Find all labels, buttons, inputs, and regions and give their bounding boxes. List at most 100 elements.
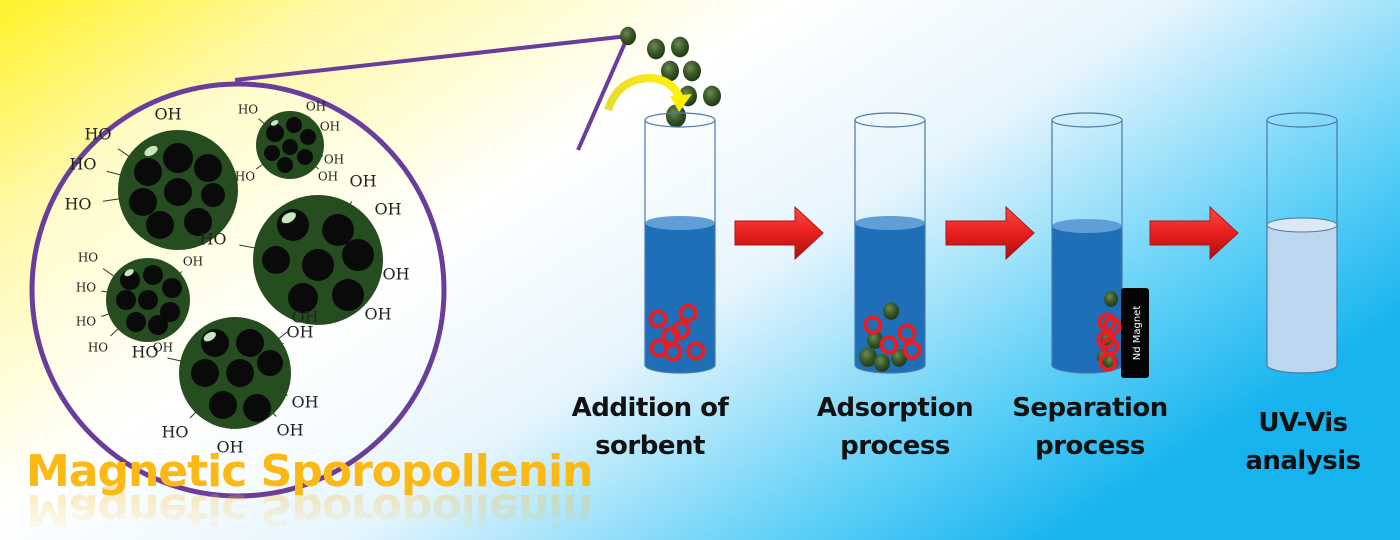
magnetic-pore	[163, 143, 193, 173]
test-tube-uvvis	[1266, 112, 1338, 374]
sorbent-bead	[703, 85, 721, 107]
magnetic-pore	[164, 178, 192, 206]
magnetic-pore	[332, 279, 364, 311]
hydroxyl-group-label: HO	[131, 343, 158, 362]
analyte-ring	[648, 309, 668, 329]
step-label-addition: Addition of sorbent	[560, 390, 740, 465]
step-label-adsorption: Adsorption process	[805, 390, 985, 465]
step-adsorption-line1: Adsorption	[816, 393, 974, 423]
hydroxyl-group-label: OH	[318, 170, 338, 184]
analyte-ring	[902, 340, 922, 360]
highlight	[124, 269, 134, 277]
magnetic-pore	[126, 312, 146, 332]
magnetic-pore	[184, 208, 212, 236]
analyte-ring	[863, 315, 883, 335]
magnetic-pore	[148, 315, 168, 335]
hydroxyl-group-label: HO	[161, 423, 188, 442]
magnetic-pore	[143, 265, 163, 285]
test-tube-addition	[644, 112, 716, 374]
hydroxyl-group-label: OH	[306, 100, 326, 114]
process-arrow-adsorption-to-separation	[945, 205, 1035, 261]
magnetic-pore	[264, 145, 280, 161]
test-tube-separation	[1051, 112, 1123, 374]
magnetic-pore	[288, 283, 318, 313]
hydroxyl-group-label: HO	[76, 281, 96, 295]
liquid	[1267, 225, 1337, 373]
process-arrow-addition-to-adsorption	[734, 205, 824, 261]
sorbent-bead	[859, 347, 877, 367]
magnetic-pore	[322, 214, 354, 246]
analyte-ring	[897, 323, 917, 343]
magnetic-pore	[342, 239, 374, 271]
highlight	[144, 145, 158, 157]
hydroxyl-group-label: HO	[238, 103, 258, 117]
falling-sorbent-beads	[620, 26, 721, 128]
callout-lines	[234, 34, 630, 151]
step-adsorption-line2: process	[840, 430, 950, 461]
hydroxyl-group-label: OH	[291, 393, 318, 412]
test-tube-adsorption	[854, 112, 926, 374]
magnetic-pore	[277, 157, 293, 173]
magnetic-pore	[302, 249, 334, 281]
sorbent-bead	[867, 331, 883, 349]
liquid-surface	[855, 216, 925, 230]
tube-rim	[854, 112, 926, 128]
sorbent-bead	[874, 354, 890, 372]
magnetic-pore	[226, 359, 254, 387]
hydroxyl-group-label: HO	[88, 341, 108, 355]
magnetic-pore	[243, 394, 271, 422]
sorbent-bead	[671, 36, 689, 58]
magnetic-pore	[300, 129, 316, 145]
magnetic-pore	[297, 149, 313, 165]
magnetic-pore	[257, 350, 283, 376]
step-addition-line1: Addition of	[571, 393, 729, 423]
tube-rim	[1266, 112, 1338, 128]
liquid-surface	[1266, 217, 1338, 233]
tube-wall	[1266, 120, 1338, 374]
hydroxyl-group-label: OH	[324, 153, 344, 167]
hydroxyl-group-label: HO	[78, 251, 98, 265]
hydroxyl-group-label: OH	[153, 341, 173, 355]
hydroxyl-group-label: OH	[349, 172, 376, 191]
hydroxyl-group-label: HO	[199, 230, 226, 249]
magnetic-pore	[266, 124, 284, 142]
tube-wall	[1051, 120, 1123, 374]
figure-title: Magnetic Sporopollenin Magnetic Sporopol…	[26, 446, 593, 540]
magnetic-pore	[162, 278, 182, 298]
magnetic-pore	[160, 302, 180, 322]
liquid-surface	[645, 216, 715, 230]
step-addition-line2: sorbent	[595, 430, 705, 461]
analyte-ring	[663, 342, 683, 362]
hydroxyl-group-label: OH	[276, 421, 303, 440]
magnetic-pore	[129, 188, 157, 216]
title-text: Magnetic Sporopollenin	[26, 446, 593, 497]
sorbent-bead	[620, 26, 636, 46]
hydroxyl-group-label: HO	[69, 155, 96, 174]
magnetic-pore	[146, 211, 174, 239]
step-uvvis-line2: analysis	[1245, 445, 1361, 476]
step-separation-line1: Separation	[1012, 393, 1168, 423]
step-label-uvvis: UV-Vis analysis	[1218, 405, 1388, 480]
sorbent-bead	[883, 302, 899, 320]
hydroxyl-group-label: OH	[382, 265, 409, 284]
hydroxyl-group-label: HO	[235, 170, 255, 184]
magnetic-pore	[138, 290, 158, 310]
sorbent-bead	[666, 104, 686, 128]
highlight	[281, 212, 296, 224]
magnetic-pore	[236, 329, 264, 357]
sorbent-bead	[891, 349, 907, 367]
sorbent-bead	[647, 38, 665, 60]
analyte-ring	[678, 303, 698, 323]
highlight	[203, 331, 216, 342]
step-label-separation: Separation process	[1000, 390, 1180, 465]
magnetic-pore	[191, 359, 219, 387]
hydroxyl-group-label: HO	[84, 125, 111, 144]
analyte-ring	[879, 335, 899, 355]
magnetic-pore	[286, 117, 302, 133]
analyte-ring	[1098, 352, 1118, 372]
